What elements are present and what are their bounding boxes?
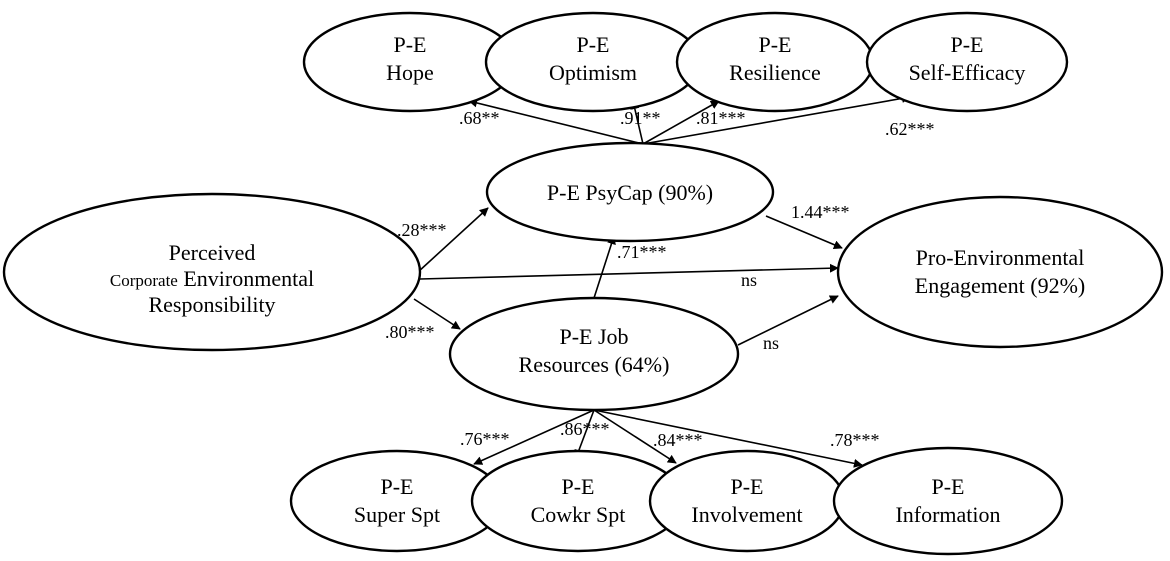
node-pe-optimism-line1: P-E [577, 32, 610, 57]
node-pe-self-efficacy-line2: Self-Efficacy [909, 60, 1026, 85]
coef-jobres-involvement: .84*** [653, 430, 703, 450]
coef-pcer-psycap: .28*** [397, 220, 447, 240]
edge-pcer-psycap [417, 207, 489, 273]
node-pe-involvement-line1: P-E [731, 474, 764, 499]
edge-jobres-psycap [593, 235, 616, 299]
edge-jobres-engagement [737, 295, 839, 346]
edge-jobres-involvement [593, 409, 677, 464]
coef-jobres-information: .78*** [830, 430, 880, 450]
edge-pcer-engagement [419, 263, 839, 280]
node-pe-super-spt: P-E Super Spt [289, 449, 505, 553]
node-pe-self-efficacy-line1: P-E [951, 32, 984, 57]
node-pe-optimism: P-E Optimism [484, 11, 702, 113]
node-pe-involvement: P-E Involvement [648, 449, 846, 553]
edge-psycap-engagement [765, 215, 843, 250]
coef-psycap-engagement: 1.44*** [791, 202, 850, 222]
edge-jobres-information [593, 409, 863, 468]
node-pcer: Perceived Corporate Environmental Respon… [2, 192, 422, 352]
node-engagement-line1: Pro-Environmental [916, 245, 1085, 270]
node-pe-cowkr-spt-line2: Cowkr Spt [531, 502, 626, 527]
node-pe-information: P-E Information [832, 446, 1064, 556]
coef-jobres-cowkr: .86*** [560, 419, 610, 439]
node-pro-environmental-engagement: Pro-Environmental Engagement (92%) [836, 195, 1164, 349]
node-pcer-line2: Corporate Environmental [110, 266, 314, 291]
edge-psycap-self-efficacy [642, 93, 911, 145]
edge-psycap-resilience [642, 100, 720, 145]
node-pe-psycap-label: P-E PsyCap (90%) [547, 180, 713, 205]
node-pe-job-resources: P-E Job Resources (64%) [448, 296, 740, 412]
coef-pcer-jobres: .80*** [385, 322, 435, 342]
coef-pcer-engagement: ns [741, 270, 757, 290]
node-pe-hope: P-E Hope [302, 11, 518, 113]
coef-jobres-engagement: ns [763, 333, 779, 353]
node-pe-psycap: P-E PsyCap (90%) [485, 141, 775, 243]
edge-psycap-hope [468, 98, 644, 145]
edge-pcer-jobres [413, 298, 461, 330]
node-pe-job-resources-line1: P-E Job [559, 324, 628, 349]
node-pe-super-spt-line1: P-E [381, 474, 414, 499]
node-pe-super-spt-line2: Super Spt [354, 502, 440, 527]
coef-jobres-psycap: .71*** [617, 242, 667, 262]
node-pe-job-resources-line2: Resources (64%) [519, 352, 670, 377]
node-pe-information-line2: Information [895, 502, 1000, 527]
node-pe-hope-line1: P-E [394, 32, 427, 57]
node-pe-information-line1: P-E [932, 474, 965, 499]
node-pe-involvement-line2: Involvement [691, 502, 802, 527]
node-pcer-line2b: Environmental [183, 266, 314, 291]
node-pe-cowkr-spt: P-E Cowkr Spt [470, 449, 686, 553]
node-pe-resilience: P-E Resilience [675, 11, 875, 113]
edge-jobres-super [473, 409, 595, 465]
edges [413, 93, 911, 468]
node-pe-resilience-line1: P-E [759, 32, 792, 57]
node-pe-hope-line2: Hope [386, 60, 434, 85]
coef-psycap-resilience: .81*** [696, 108, 746, 128]
node-pe-cowkr-spt-line1: P-E [562, 474, 595, 499]
node-engagement-line2: Engagement (92%) [915, 273, 1085, 298]
coef-jobres-super: .76*** [460, 429, 510, 449]
coefficients: .68** .91** .81*** .62*** .28*** 1.44***… [385, 108, 935, 450]
node-pe-self-efficacy: P-E Self-Efficacy [865, 11, 1069, 113]
coef-psycap-hope: .68** [459, 108, 500, 128]
node-pcer-line2a: Corporate [110, 271, 178, 290]
node-pe-resilience-line2: Resilience [729, 60, 821, 85]
node-pcer-line1: Perceived [169, 240, 256, 265]
node-pcer-line3: Responsibility [148, 292, 275, 317]
coef-psycap-self-efficacy: .62*** [885, 119, 935, 139]
node-pe-optimism-line2: Optimism [549, 60, 637, 85]
coef-psycap-optimism: .91** [620, 108, 661, 128]
